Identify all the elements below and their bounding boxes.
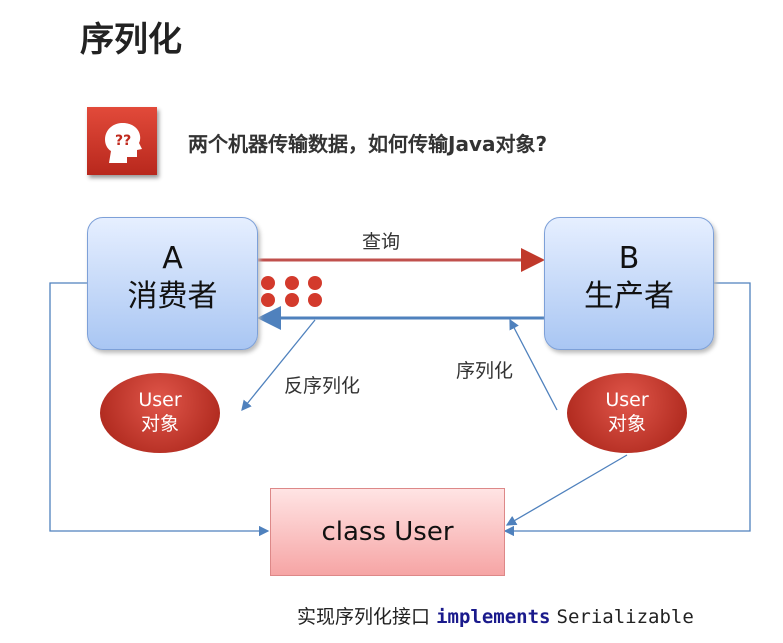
data-dot [261,293,275,307]
query-label: 查询 [362,231,401,253]
user-object-type: 对象 [140,413,179,435]
producer-node: B 生产者 [544,217,714,350]
slide-title: 序列化 [80,20,182,60]
footer-interface: Serializable [556,606,694,628]
producer-label: 生产者 [584,279,674,314]
class-user-box: class User [270,488,505,576]
data-dot [285,276,299,290]
data-dot [261,276,275,290]
thinking-head-icon: ?? [87,107,157,175]
data-dot [308,293,322,307]
object-to-class-arrow [505,454,628,526]
footer-keyword: implements [436,606,551,628]
data-dot [308,276,322,290]
deserialize-label: 反序列化 [284,375,361,397]
user-object-name: User [605,389,649,411]
user-object-type: 对象 [607,413,646,435]
producer-to-class-arrow [503,282,751,537]
user-object-left: User 对象 [100,373,220,453]
user-object-right: User 对象 [567,373,687,453]
footer-text: 实现序列化接口 [297,606,431,628]
data-dot [285,293,299,307]
serialize-label: 序列化 [456,360,514,382]
serialize-arrow [509,318,558,411]
question-text: 两个机器传输数据，如何传输Java对象? [188,132,548,156]
consumer-letter: A [162,241,183,276]
consumer-label: 消费者 [127,279,218,314]
producer-letter: B [618,241,640,276]
svg-text:??: ?? [115,133,131,149]
user-object-name: User [138,389,182,411]
consumer-node: A 消费者 [87,217,258,350]
consumer-to-class-arrow [49,282,270,537]
deserialize-arrow [241,319,316,412]
footer-note: 实现序列化接口 implements Serializable [297,602,694,629]
